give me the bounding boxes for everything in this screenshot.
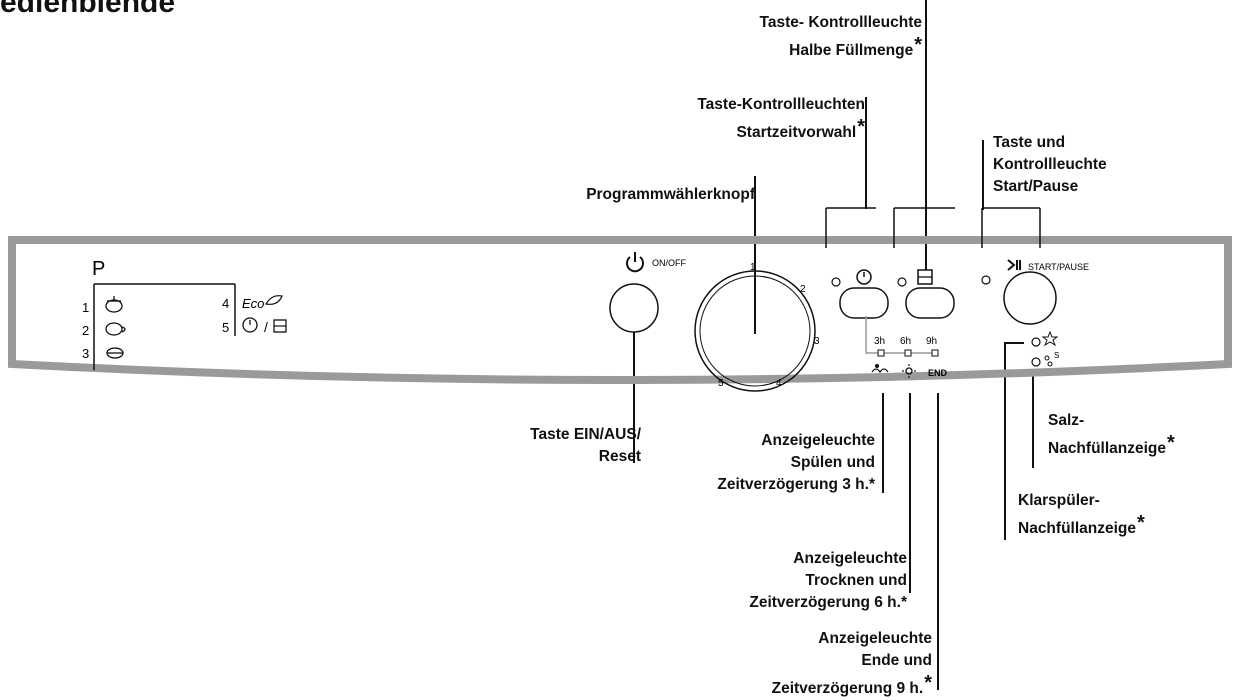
rinse-icon (871, 364, 889, 374)
start-pause-label: START/PAUSE (1028, 262, 1089, 272)
leader-on-off (633, 332, 635, 463)
start-pause-button[interactable] (1003, 271, 1057, 325)
dial-number-4: 4 (776, 378, 782, 389)
leader-rinse-3h (882, 393, 884, 493)
power-icon (626, 252, 644, 273)
dial-number-1: 1 (750, 262, 756, 273)
leader-half-load (925, 0, 927, 270)
eco-leaf-icon (265, 295, 283, 305)
leader-rinse-aid (1004, 342, 1006, 540)
leader-salt (1032, 372, 1034, 468)
led-6h (904, 349, 912, 357)
delay-led (831, 277, 841, 287)
delay-label-3h: 3h (874, 336, 885, 347)
program-dial-outer[interactable] (694, 270, 816, 392)
leader-dry-6h (909, 393, 911, 593)
end-label: END (928, 368, 948, 378)
salt-superscript: S (1054, 351, 1059, 360)
delay-timer-icon (856, 269, 872, 285)
page-title: edienblende (0, 0, 176, 19)
leader-end-9h (937, 393, 939, 690)
rinse-aid-led (1031, 337, 1041, 347)
callout-salt: Salz- Nachfüllanzeige* (1048, 412, 1175, 457)
led-9h (931, 349, 939, 357)
callout-rinse-3h: Anzeigeleuchte Spülen und Zeitverzögerun… (717, 432, 875, 493)
program-num-1: 1 (82, 300, 89, 315)
dial-number-3: 3 (814, 336, 820, 347)
delay-label-9h: 9h (926, 336, 937, 347)
onoff-label: ON/OFF (652, 258, 686, 268)
program-num-2: 2 (82, 323, 89, 338)
onoff-button[interactable] (609, 283, 659, 333)
callout-on-off: Taste EIN/AUS/ Reset (530, 426, 641, 465)
control-panel: P 1 2 3 4 Eco 5 / ON/OFF 1 2 3 4 5 (8, 207, 1232, 392)
timer-half-load-icon (242, 317, 287, 333)
callout-half-load: Taste- Kontrollleuchte Halbe Füllmenge* (759, 14, 922, 59)
callout-dry-6h: Anzeigeleuchte Trocknen und Zeitverzöger… (749, 550, 907, 611)
panel-outline (8, 236, 1232, 384)
half-load-button[interactable] (905, 287, 955, 319)
bowl-icon (106, 347, 124, 359)
delay-label-6h: 6h (900, 336, 911, 347)
program-num-4: 4 (222, 296, 229, 311)
halfload-led (897, 277, 907, 287)
callout-program-knob: Programmwählerknopf (586, 186, 755, 203)
start-pause-led (981, 275, 991, 285)
rinse-aid-icon (1041, 330, 1059, 347)
program-num-3: 3 (82, 346, 89, 361)
leader-rinse-aid-stub (1004, 342, 1024, 344)
pot-icon (105, 296, 123, 313)
salt-icon (1044, 355, 1053, 367)
half-load-icon (917, 269, 933, 285)
leader-delay-start (865, 97, 867, 209)
dry-sun-icon (902, 364, 916, 378)
callout-rinse-aid: Klarspüler- Nachfüllanzeige* (1018, 492, 1145, 537)
dial-number-2: 2 (800, 284, 806, 295)
phase-connector (865, 316, 936, 354)
program-label-eco: Eco (242, 296, 264, 311)
salt-led (1031, 357, 1041, 367)
delay-start-button[interactable] (839, 287, 889, 319)
leader-start-pause (982, 140, 984, 210)
leader-program-knob (754, 176, 756, 334)
led-3h (877, 349, 885, 357)
callout-end-9h: Anzeigeleuchte Ende und Zeitverzögerung … (771, 630, 932, 697)
dial-number-5: 5 (718, 378, 724, 389)
play-pause-icon (1007, 259, 1021, 271)
program-num-5: 5 (222, 320, 229, 335)
cup-icon (105, 322, 126, 336)
program-header: P (92, 258, 105, 280)
program-slash: / (264, 319, 268, 335)
callout-delay-start: Taste-Kontrollleuchten Startzeitvorwahl* (697, 96, 865, 141)
callout-start-pause: Taste und Kontrollleuchte Start/Pause (993, 134, 1107, 195)
program-dial-inner (699, 275, 811, 387)
